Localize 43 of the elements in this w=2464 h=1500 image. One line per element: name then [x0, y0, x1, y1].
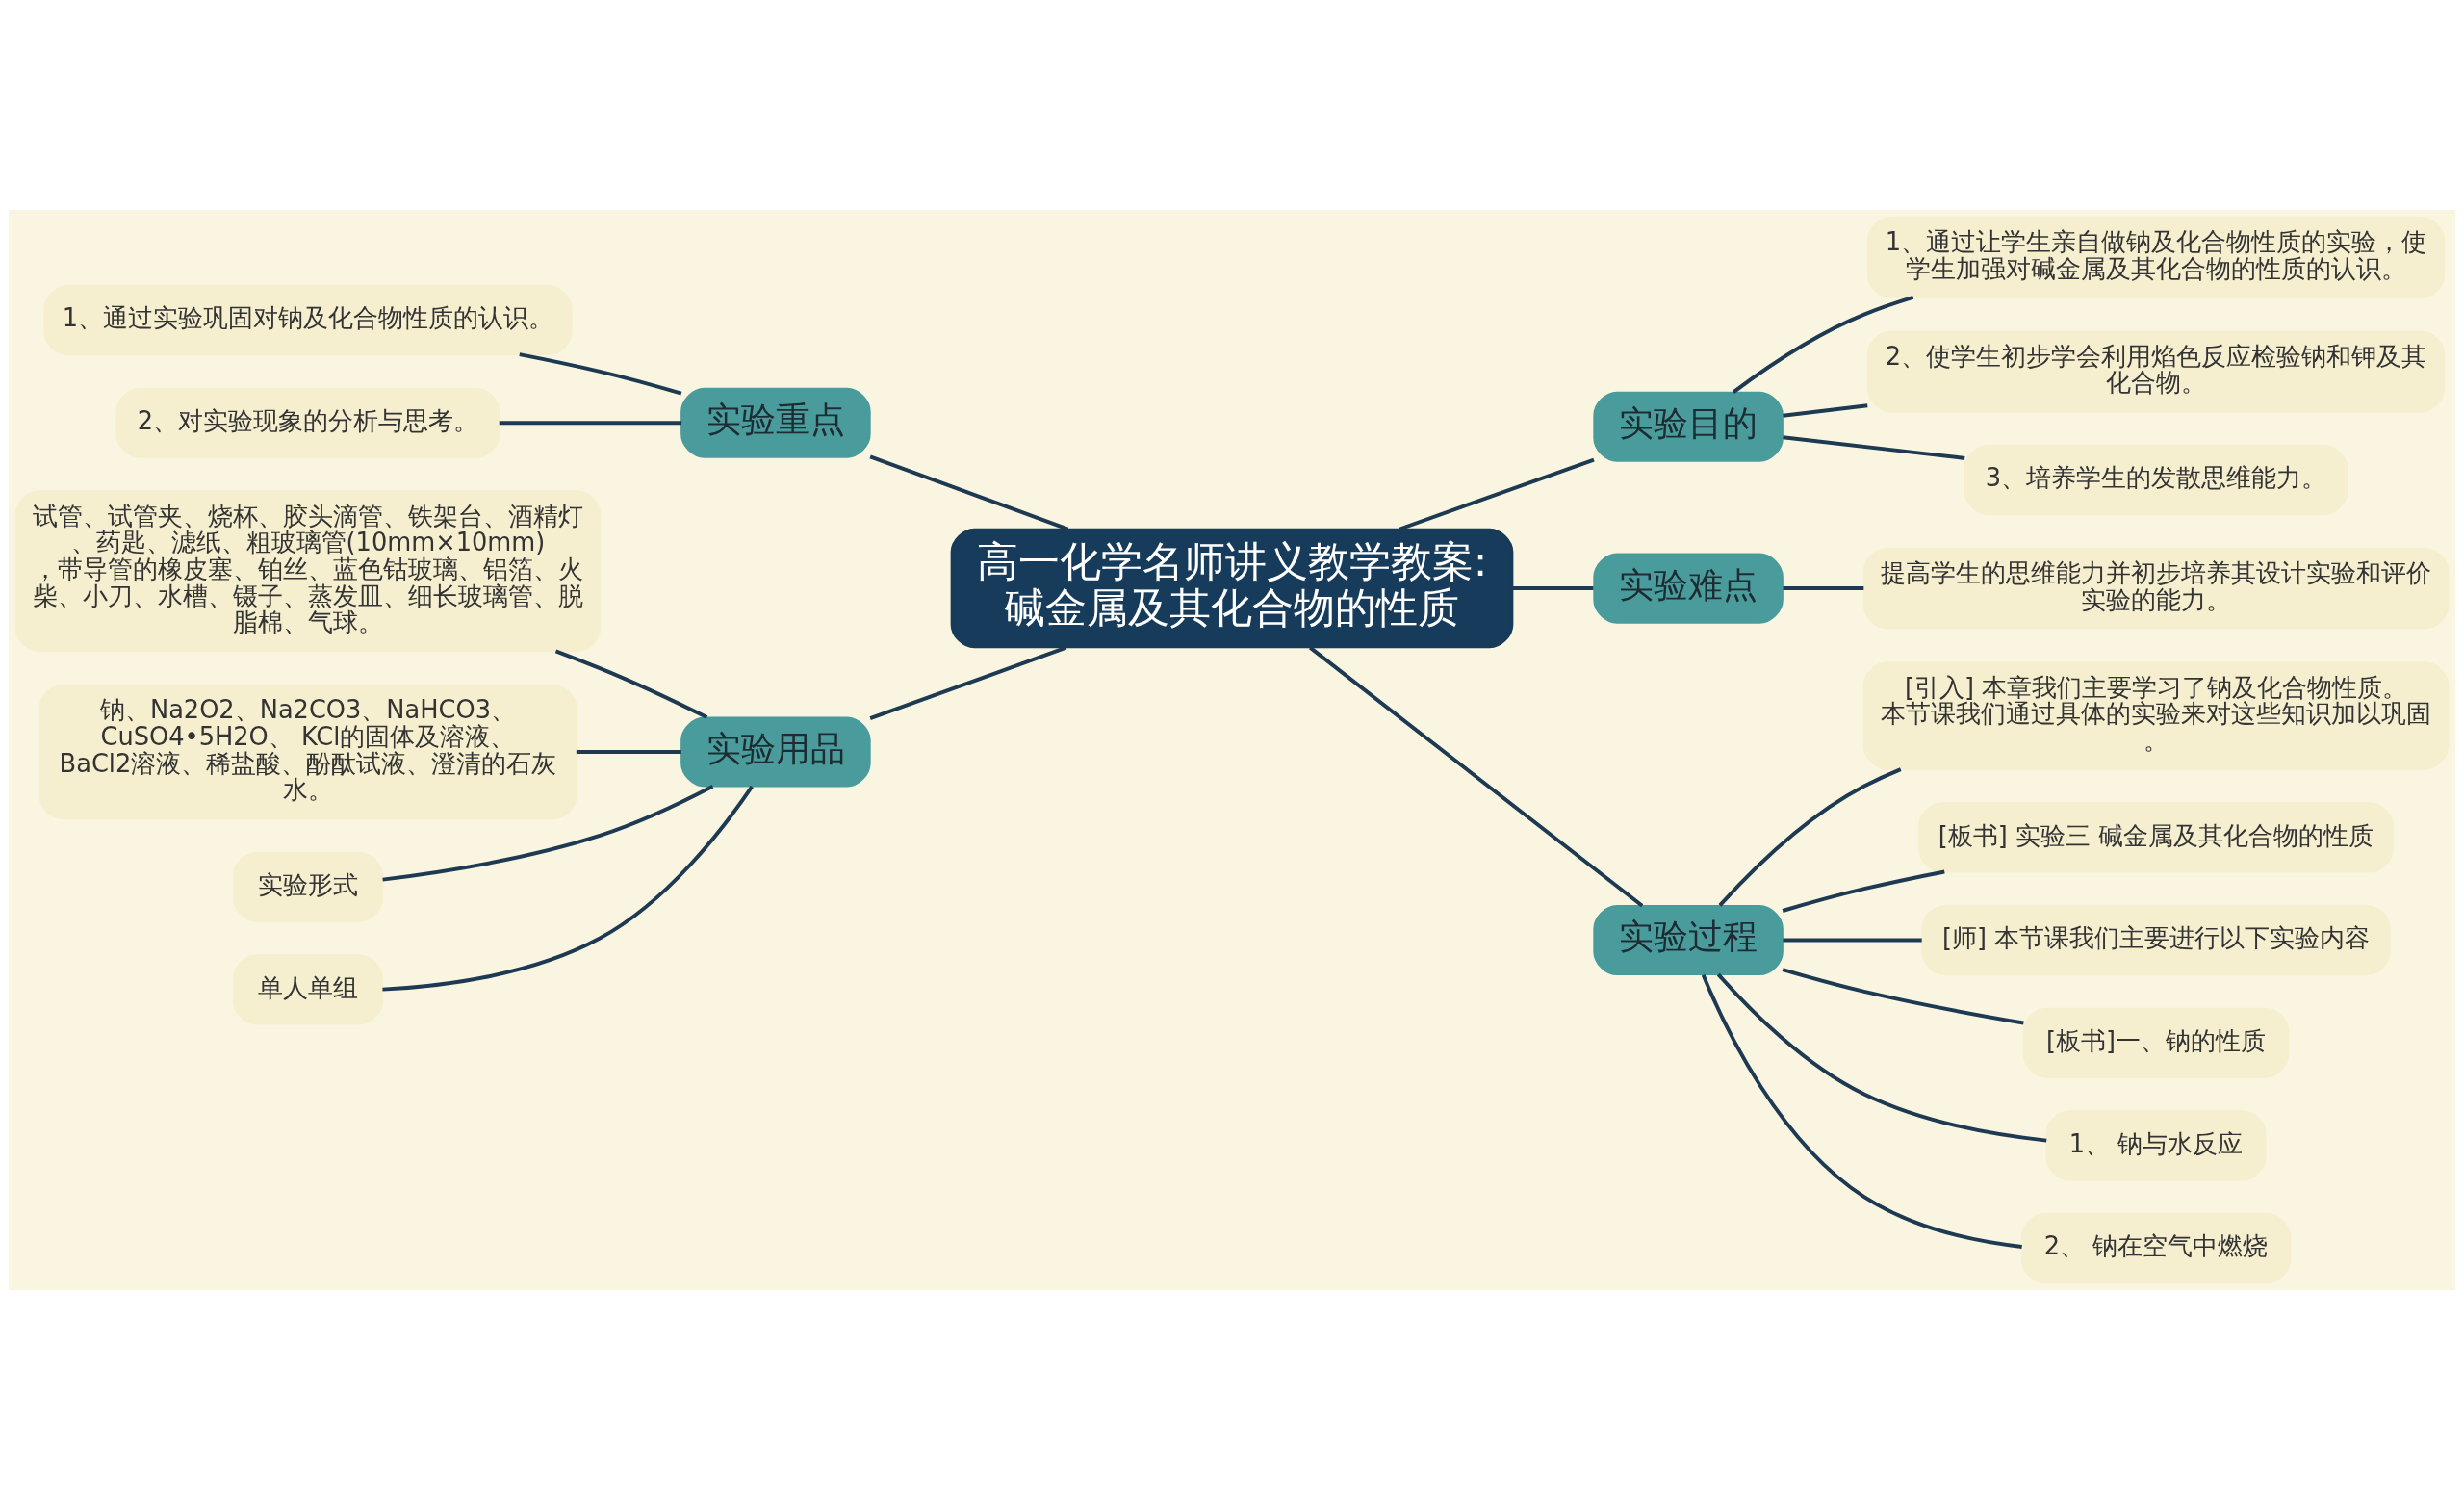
connector [1308, 646, 1644, 908]
node-box: 实验用品 [680, 716, 871, 788]
connector [869, 454, 1069, 531]
node-box: 1、 钠与水反应 [2045, 1110, 2267, 1181]
node-box: 实验形式 [232, 851, 383, 922]
connector [1701, 974, 2022, 1249]
connector [1783, 586, 1864, 591]
node-box: 提高学生的思维能力并初步培养其设计实验和评价实验的能力。 [1862, 547, 2450, 630]
connector [499, 421, 682, 426]
node-box: [师] 本节课我们主要进行以下实验内容 [1921, 905, 2391, 976]
connector [1783, 435, 1965, 460]
connector [519, 352, 682, 396]
connector [382, 785, 754, 992]
node-box: 1、通过让学生亲自做钠及化合物性质的实验，使学生加强对碱金属及其化合物的性质的认识。 [1866, 216, 2446, 298]
node-box: 2、 钠在空气中燃烧 [2020, 1213, 2292, 1284]
node-box: 实验目的 [1593, 391, 1784, 462]
connector [1399, 457, 1595, 531]
connector [1782, 869, 1945, 913]
node-box: 2、使学生初步学会利用焰色反应检验钠和钾及其化合物。 [1866, 330, 2446, 413]
node-box: 试管、试管夹、烧杯、胶头滴管、铁架台、酒精灯、药匙、滤纸、粗玻璃管(10mm×10mm)，带导管的橡皮塞、铂丝、蓝色钴玻璃、铝箔、火柴、小刀、水槽、镊子、蒸发皿、细长玻璃管、脱脂棉、气球。 [14, 490, 602, 653]
connector [869, 645, 1067, 721]
node-box: [板书] 实验三 碱金属及其化合物的性质 [1918, 802, 2394, 873]
node-box: 单人单组 [232, 954, 383, 1025]
node-box: 实验过程 [1593, 905, 1784, 976]
node-box: 高一化学名师讲义教学教案:碱金属及其化合物的性质 [950, 528, 1514, 649]
node-box: 实验难点 [1593, 553, 1784, 624]
node-box: 2、对实验现象的分析与思考。 [116, 387, 500, 458]
connector [1716, 972, 2047, 1143]
node-box: [引入] 本章我们主要学习了钠及化合物性质。本节课我们通过具体的实验来对这些知识加以巩固。 [1862, 661, 2450, 770]
node-box: 钠、Na2O2、Na2CO3、NaHCO3、CuSO4•5H2O、 KCl的固体及溶液、BaCl2溶液、稀盐酸、酚酞试液、澄清的石灰水。 [38, 684, 578, 820]
connector [1783, 938, 1922, 943]
connector [554, 649, 708, 719]
connector [1732, 296, 1914, 394]
connector [1783, 403, 1868, 418]
connector [1782, 968, 2024, 1025]
node-box: [板书]一、钠的性质 [2022, 1007, 2290, 1078]
connector [382, 785, 714, 882]
node-box: 1、通过实验巩固对钠及化合物性质的认识。 [43, 285, 573, 356]
node-box: 实验重点 [680, 387, 871, 458]
node-box: 3、培养学生的发散思维能力。 [1964, 444, 2348, 516]
connector [576, 750, 681, 754]
connector [1512, 586, 1594, 591]
connector [1718, 767, 1902, 907]
